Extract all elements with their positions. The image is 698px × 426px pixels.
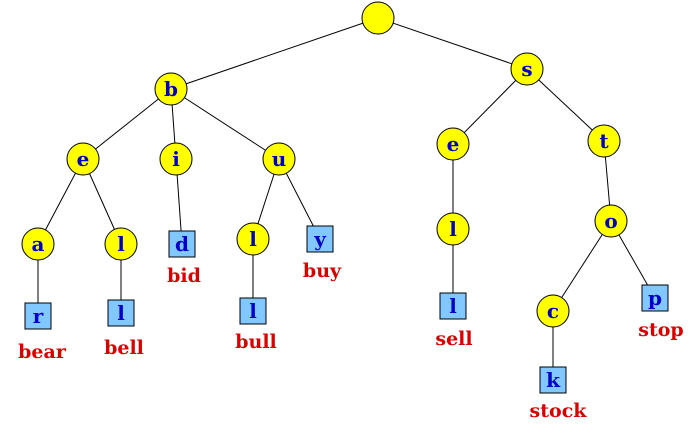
trie-node-root — [361, 1, 395, 35]
word-label-bear: bear — [18, 341, 67, 363]
node-square — [24, 302, 52, 330]
leaf-node-sell: l — [439, 292, 467, 320]
edge-s-st — [526, 68, 605, 142]
node-letter: e — [77, 147, 90, 171]
node-letter: l — [117, 301, 125, 325]
node-letter: k — [546, 368, 561, 392]
word-label-stop: stop — [638, 319, 683, 341]
node-letter: r — [33, 304, 44, 328]
edge-b-bu — [170, 88, 280, 160]
trie-node-bea: a — [21, 227, 55, 261]
edge-root-s — [377, 17, 528, 70]
word-label-bell: bell — [104, 337, 144, 359]
node-circle — [536, 294, 570, 328]
node-letter: s — [521, 57, 532, 81]
leaf-node-bear: r — [24, 302, 52, 330]
word-label-bid: bid — [167, 265, 201, 287]
word-label-sell: sell — [435, 328, 472, 350]
edge-b-be — [82, 88, 172, 160]
trie-node-s: s — [510, 52, 544, 86]
node-square — [168, 230, 196, 258]
word-label-stock: stock — [530, 400, 588, 422]
node-circle — [510, 52, 544, 86]
trie-node-sto: o — [594, 204, 628, 238]
node-letter: i — [172, 147, 180, 171]
nodes-layer: b s e i u a l d l y r l l e t l l o c p k — [21, 1, 669, 394]
leaf-node-bell: l — [107, 299, 135, 327]
node-circle — [236, 222, 270, 256]
trie-node-stoc: c — [536, 294, 570, 328]
node-circle — [436, 127, 470, 161]
node-circle — [104, 227, 138, 261]
leaf-node-stock: k — [539, 366, 567, 394]
node-letter: c — [547, 299, 559, 323]
node-circle — [159, 142, 193, 176]
trie-node-bel: l — [104, 227, 138, 261]
node-circle — [361, 1, 395, 35]
trie-node-se: e — [436, 127, 470, 161]
node-circle — [436, 212, 470, 246]
node-letter: t — [599, 129, 609, 153]
node-circle — [66, 142, 100, 176]
node-letter: u — [272, 147, 287, 171]
node-square — [239, 297, 267, 325]
node-letter: p — [648, 286, 662, 310]
node-letter: l — [249, 299, 257, 323]
edge-s-se — [452, 68, 528, 145]
leaf-node-bull: l — [239, 297, 267, 325]
node-letter: b — [164, 77, 178, 101]
node-letter: a — [32, 232, 45, 256]
words-layer: bid buy bear bell bull sell stop stock — [18, 260, 684, 422]
word-label-buy: buy — [303, 260, 342, 282]
trie-node-sel: l — [436, 212, 470, 246]
node-letter: l — [249, 227, 257, 251]
node-square — [641, 284, 669, 312]
node-letter: o — [604, 209, 617, 233]
node-square — [439, 292, 467, 320]
node-letter: e — [447, 132, 460, 156]
node-letter: l — [117, 232, 125, 256]
node-circle — [21, 227, 55, 261]
node-letter: y — [313, 227, 327, 251]
word-label-bull: bull — [235, 331, 277, 353]
node-circle — [587, 124, 621, 158]
trie-node-be: e — [66, 142, 100, 176]
leaf-node-stop: p — [641, 284, 669, 312]
trie-node-bi: i — [159, 142, 193, 176]
node-square — [539, 366, 567, 394]
node-circle — [154, 72, 188, 106]
node-square — [306, 225, 334, 253]
node-circle — [262, 142, 296, 176]
trie-node-b: b — [154, 72, 188, 106]
edge-root-b — [170, 17, 379, 90]
node-letter: d — [175, 232, 189, 256]
node-letter: l — [449, 294, 457, 318]
trie-node-bu: u — [262, 142, 296, 176]
node-circle — [594, 204, 628, 238]
trie-node-bul: l — [236, 222, 270, 256]
edge-sto-stoc — [552, 220, 612, 312]
node-square — [107, 299, 135, 327]
leaf-node-bid: d — [168, 230, 196, 258]
trie-node-st: t — [587, 124, 621, 158]
node-letter: l — [449, 217, 457, 241]
leaf-node-buy: y — [306, 225, 334, 253]
